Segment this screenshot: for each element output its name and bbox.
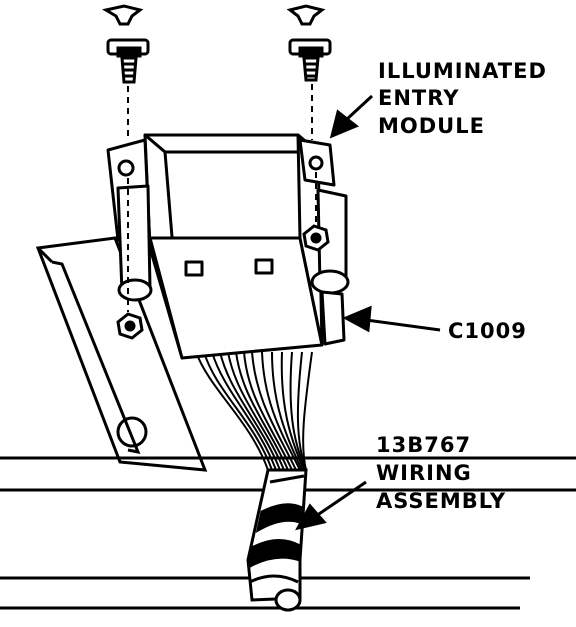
right-screw-icon: [302, 56, 320, 82]
connector-arrow-icon: [342, 305, 441, 333]
hardware: [102, 4, 332, 340]
wire-bundle: [195, 351, 313, 471]
left-clip-icon: [106, 38, 150, 58]
module-label-line2: ENTRY: [378, 86, 459, 110]
right-inner-nut-icon: [302, 224, 330, 252]
left-screw-icon: [120, 56, 138, 84]
wiring-label-line3: ASSEMBLY: [376, 489, 506, 513]
right-standoff: [310, 269, 350, 295]
module-window-left: [184, 260, 204, 277]
wiring-label-line2: WIRING: [376, 461, 472, 485]
connector-label: C1009: [448, 319, 527, 343]
module-window-right: [254, 258, 274, 275]
wiring-arrow-icon: [295, 480, 367, 531]
alignment-lines: [127, 84, 317, 312]
module-arrow-icon: [329, 94, 374, 139]
panel-hole: [116, 416, 148, 448]
wiring-conduit: [246, 468, 308, 612]
wiring-label-line1: 13B767: [376, 433, 471, 457]
callout-labels: ILLUMINATED ENTRY MODULE C1009 13B767 WI…: [376, 59, 547, 513]
mounting-panel: [35, 236, 208, 472]
left-standoff: [117, 278, 153, 302]
right-wing-nut-icon: [286, 4, 326, 26]
module-label-line1: ILLUMINATED: [378, 59, 547, 83]
connector-c1009: [320, 290, 346, 346]
left-wing-nut-icon: [102, 4, 144, 26]
lower-left-nut-icon: [116, 312, 144, 340]
illuminated-entry-module: [106, 133, 350, 360]
right-clip-icon: [288, 38, 332, 58]
leader-arrows: [295, 94, 441, 531]
module-label-line3: MODULE: [378, 114, 485, 138]
